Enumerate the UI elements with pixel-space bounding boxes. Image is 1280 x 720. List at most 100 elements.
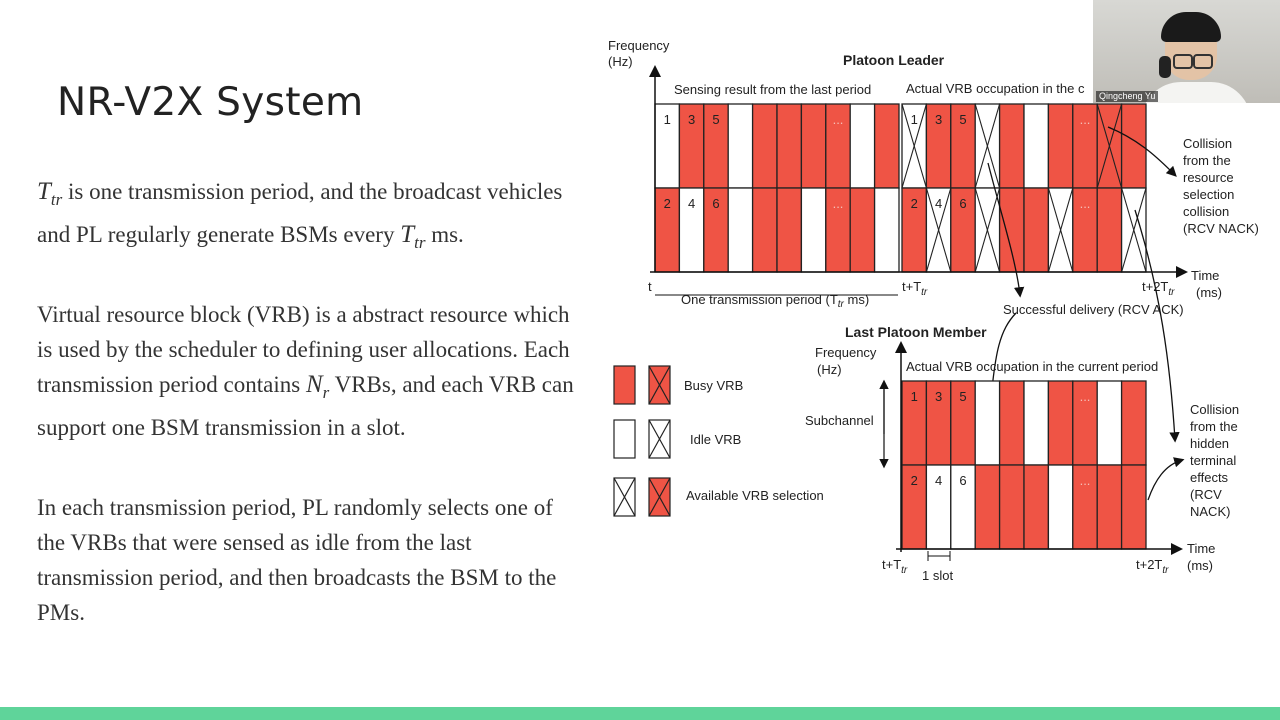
last-member-title: Last Platoon Member — [845, 324, 987, 340]
leader-actual-vrb-cell: ... — [1072, 103, 1098, 189]
vrb-number: 5 — [959, 389, 966, 404]
ellipsis-label: ... — [1080, 473, 1091, 488]
vrb-number: 2 — [664, 196, 671, 211]
leader-actual-vrb-cell — [998, 103, 1025, 189]
svg-text:Collision: Collision — [1190, 402, 1239, 417]
ellipsis-label: ... — [833, 112, 844, 127]
member-actual-vrb-cell — [1023, 380, 1050, 466]
bottom-freq-label: Frequency — [815, 345, 877, 360]
vrb-number: 5 — [712, 112, 719, 127]
math-t-tr: Ttr — [400, 221, 426, 252]
leader-sensing-vrb-cell — [849, 103, 876, 189]
vrb-number: 2 — [911, 473, 918, 488]
leader-actual-vrb-cell — [974, 103, 1001, 189]
time-t-plus-2ttr-label: t+2Ttr — [1142, 279, 1175, 298]
presenter-hair — [1161, 12, 1221, 42]
bottom-time-start: t+Ttr — [882, 557, 908, 576]
last-member-grid: 1 2 3 4 5 6...... — [901, 380, 1147, 550]
leader-actual-vrb-cell — [974, 187, 1001, 273]
success-arrow — [987, 162, 1025, 298]
top-time-label: Time — [1191, 268, 1219, 283]
time-t-plus-ttr-label: t+Ttr — [902, 279, 928, 298]
svg-text:effects: effects — [1190, 470, 1229, 485]
vrb-number: 4 — [935, 196, 942, 211]
successful-delivery-label: Successful delivery (RCV ACK) — [1003, 302, 1184, 317]
leader-sensing-vrb-cell — [800, 103, 827, 189]
leader-actual-vrb-cell: ... — [1072, 187, 1098, 273]
bottom-section-label: Actual VRB occupation in the current per… — [906, 359, 1158, 374]
member-actual-vrb-cell: 4 — [925, 464, 952, 550]
collision-hidden-label: Collision from the hidden terminal effec… — [1190, 402, 1239, 519]
leader-sensing-vrb-cell: ... — [825, 187, 851, 273]
ellipsis-label: ... — [833, 196, 844, 211]
leader-sensing-vrb-cell — [873, 103, 900, 189]
leader-sensing-vrb-cell: ... — [825, 103, 851, 189]
vrb-number: 3 — [935, 112, 942, 127]
legend-busy-swatch — [613, 365, 636, 405]
bottom-time-unit: (ms) — [1187, 558, 1213, 573]
leader-sensing-vrb-cell — [873, 187, 900, 273]
leader-actual-vrb-cell — [1023, 103, 1050, 189]
vrb-number: 3 — [688, 112, 695, 127]
member-actual-vrb-cell — [1096, 464, 1123, 550]
member-actual-vrb-cell — [974, 464, 1001, 550]
ellipsis-label: ... — [1080, 196, 1091, 211]
participant-name: Qingcheng Yu — [1096, 91, 1159, 102]
leader-sensing-vrb-cell — [776, 103, 803, 189]
ellipsis-label: ... — [1080, 389, 1091, 404]
member-actual-vrb-cell: 5 — [950, 380, 976, 466]
leader-sensing-vrb-cell — [776, 187, 803, 273]
member-actual-vrb-cell — [1047, 464, 1074, 550]
leader-to-hidden-arrow — [1134, 209, 1180, 443]
bottom-time-label: Time — [1187, 541, 1215, 556]
legend-busy-label: Busy VRB — [684, 378, 743, 393]
leader-sensing-vrb-cell: 6 — [703, 187, 729, 273]
hidden-collision-arrow — [1147, 457, 1185, 501]
top-freq-unit: (Hz) — [608, 54, 633, 69]
vrb-number: 6 — [712, 196, 719, 211]
leader-sensing-vrb-cell: 5 — [703, 103, 729, 189]
leader-sensing-vrb-cell: 3 — [678, 103, 705, 189]
vrb-number: 5 — [959, 112, 966, 127]
bottom-accent-bar — [0, 707, 1280, 720]
member-actual-vrb-cell: 3 — [925, 380, 952, 466]
legend-idle-label: Idle VRB — [690, 432, 741, 447]
legend: Busy VRB Idle VRB Available VRB selectio… — [613, 365, 824, 517]
member-actual-vrb-cell — [998, 464, 1025, 550]
vrb-number: 1 — [911, 112, 918, 127]
vrb-number: 6 — [959, 473, 966, 488]
vrb-number: 3 — [935, 389, 942, 404]
member-actual-vrb-cell — [1096, 380, 1123, 466]
leader-actual-vrb-cell: 3 — [925, 103, 952, 189]
vrb-number: 1 — [911, 389, 918, 404]
leader-actual-vrb-cell: 4 — [925, 187, 952, 273]
member-actual-vrb-cell: ... — [1072, 464, 1098, 550]
member-actual-vrb-cell — [1047, 380, 1074, 466]
paragraph-vrb: Virtual resource block (VRB) is a abstra… — [37, 302, 574, 440]
subchannel-label: Subchannel — [805, 413, 874, 428]
platoon-leader-grid: 123456......123456...... — [654, 103, 1147, 273]
webcam-tile: Qingcheng Yu — [1093, 0, 1280, 103]
paragraph-transmission-period: Ttr is one transmission period, and the … — [37, 178, 563, 252]
svg-text:(RCV: (RCV — [1190, 487, 1222, 502]
vrb-number: 1 — [664, 112, 671, 127]
glasses-icon — [1173, 54, 1193, 69]
sensing-result-label: Sensing result from the last period — [674, 82, 871, 97]
member-actual-vrb-cell — [974, 380, 1001, 466]
slot-label: 1 slot — [922, 568, 953, 583]
top-time-unit: (ms) — [1196, 285, 1222, 300]
time-t-label: t — [648, 279, 652, 294]
vrb-number: 2 — [911, 196, 918, 211]
presenter-body — [1141, 82, 1251, 103]
leader-actual-vrb-cell: 6 — [950, 187, 976, 273]
leader-sensing-vrb-cell: 2 — [654, 187, 681, 273]
period-label: One transmission period (Ttr ms) — [681, 292, 869, 310]
member-actual-vrb-cell: 2 — [901, 464, 928, 550]
member-actual-vrb-cell: 6 — [950, 464, 976, 550]
leader-actual-vrb-cell: 2 — [901, 187, 928, 273]
leader-actual-vrb-cell — [1047, 187, 1074, 273]
svg-text:from the: from the — [1183, 153, 1231, 168]
bottom-time-end: t+2Ttr — [1136, 557, 1169, 576]
member-actual-vrb-cell — [1120, 380, 1147, 466]
leader-sensing-vrb-cell — [751, 187, 778, 273]
